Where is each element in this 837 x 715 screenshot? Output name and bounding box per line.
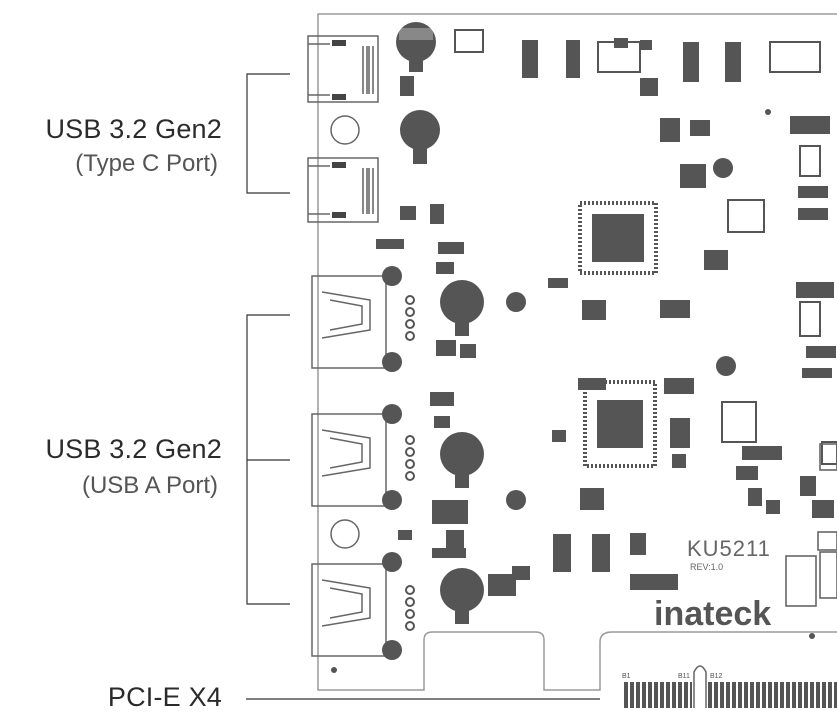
type-c-label-title: USB 3.2 Gen2 — [45, 114, 222, 144]
finger-b11: B11 — [678, 673, 690, 680]
mount-hole — [330, 519, 360, 549]
board-dot — [331, 667, 337, 673]
model-label: KU5211 — [687, 536, 771, 561]
board-dot — [765, 109, 771, 115]
finger-b12: B12 — [710, 673, 723, 680]
usb-a-pads — [382, 266, 415, 660]
usb-a-ports — [311, 275, 387, 657]
type-c-ports — [307, 35, 379, 223]
smd-components — [376, 38, 836, 596]
revision-label: REV:1.0 — [690, 562, 723, 572]
brand-logo: inateck — [654, 595, 771, 633]
type-c-pins — [332, 40, 374, 218]
finger-b1: B1 — [622, 673, 631, 680]
type-c-label-sub: (Type C Port) — [75, 150, 218, 177]
main-controller-chip-1 — [578, 201, 658, 275]
regulators — [785, 443, 837, 607]
main-controller-chip-2 — [583, 380, 657, 468]
callout-brackets — [246, 73, 600, 700]
type-c-bracket — [246, 73, 290, 194]
mount-hole — [330, 115, 360, 145]
inductors — [506, 40, 741, 572]
pcie-label: PCI-E X4 — [107, 682, 222, 712]
board-dot — [809, 633, 815, 639]
capacitors — [396, 22, 484, 624]
board-outline — [317, 13, 837, 691]
usb-a-label-title: USB 3.2 Gen2 — [45, 434, 222, 464]
usb-a-label-sub: (USB A Port) — [81, 472, 218, 499]
pcie-gold-fingers: B1 B11 B12 — [622, 665, 837, 708]
